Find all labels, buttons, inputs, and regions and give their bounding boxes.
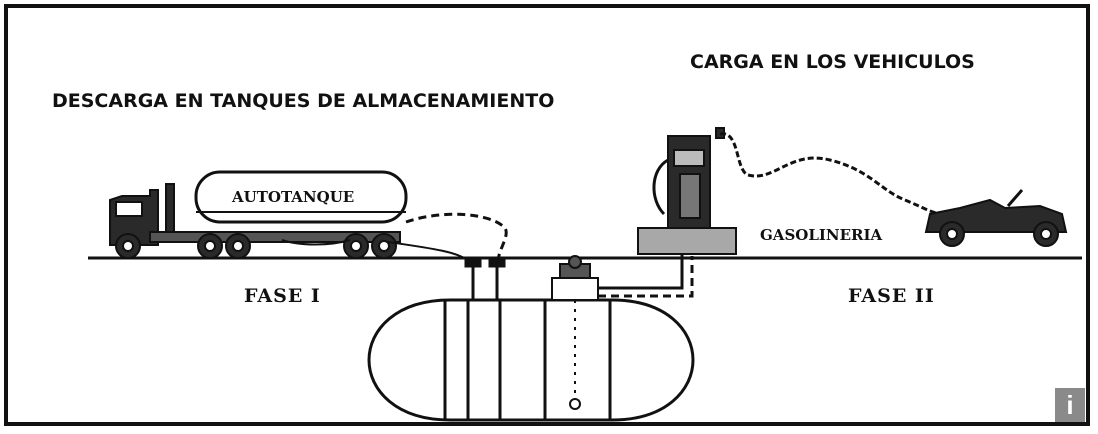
loading-heading: CARGA EN LOS VEHICULOS — [690, 51, 975, 73]
phase-2-label: FASE II — [848, 285, 935, 307]
gas-station — [637, 127, 737, 255]
station-label: GASOLINERIA — [760, 226, 883, 244]
phase-1-label: FASE I — [244, 285, 321, 307]
info-button[interactable]: i — [1055, 388, 1085, 422]
discharge-heading: DESCARGA EN TANQUES DE ALMACENAMIENTO — [52, 90, 555, 112]
info-icon: i — [1066, 390, 1074, 420]
truck-window — [115, 201, 143, 217]
dispenser-panel — [679, 173, 701, 219]
dispenser-display — [673, 149, 705, 167]
vapor-recovery-pipe — [598, 256, 694, 298]
fill-pipes — [464, 256, 506, 300]
submersible-pump — [551, 255, 599, 301]
dispensing-hose — [719, 132, 941, 216]
tanker-body — [194, 170, 408, 224]
tanker-truck — [109, 170, 408, 259]
station-base — [637, 227, 737, 255]
nozzle-holster — [652, 158, 669, 216]
car — [924, 189, 1068, 247]
truck-hose-coil — [281, 239, 351, 246]
car-body — [924, 198, 1068, 233]
storage-tank — [367, 298, 695, 422]
car-windshield — [1006, 189, 1024, 207]
tanker-label: AUTOTANQUE — [232, 188, 355, 206]
supply-pipe — [598, 248, 684, 290]
truck-chassis — [149, 231, 401, 243]
truck-wheels — [115, 233, 397, 259]
vapor-return-hose — [405, 212, 508, 263]
